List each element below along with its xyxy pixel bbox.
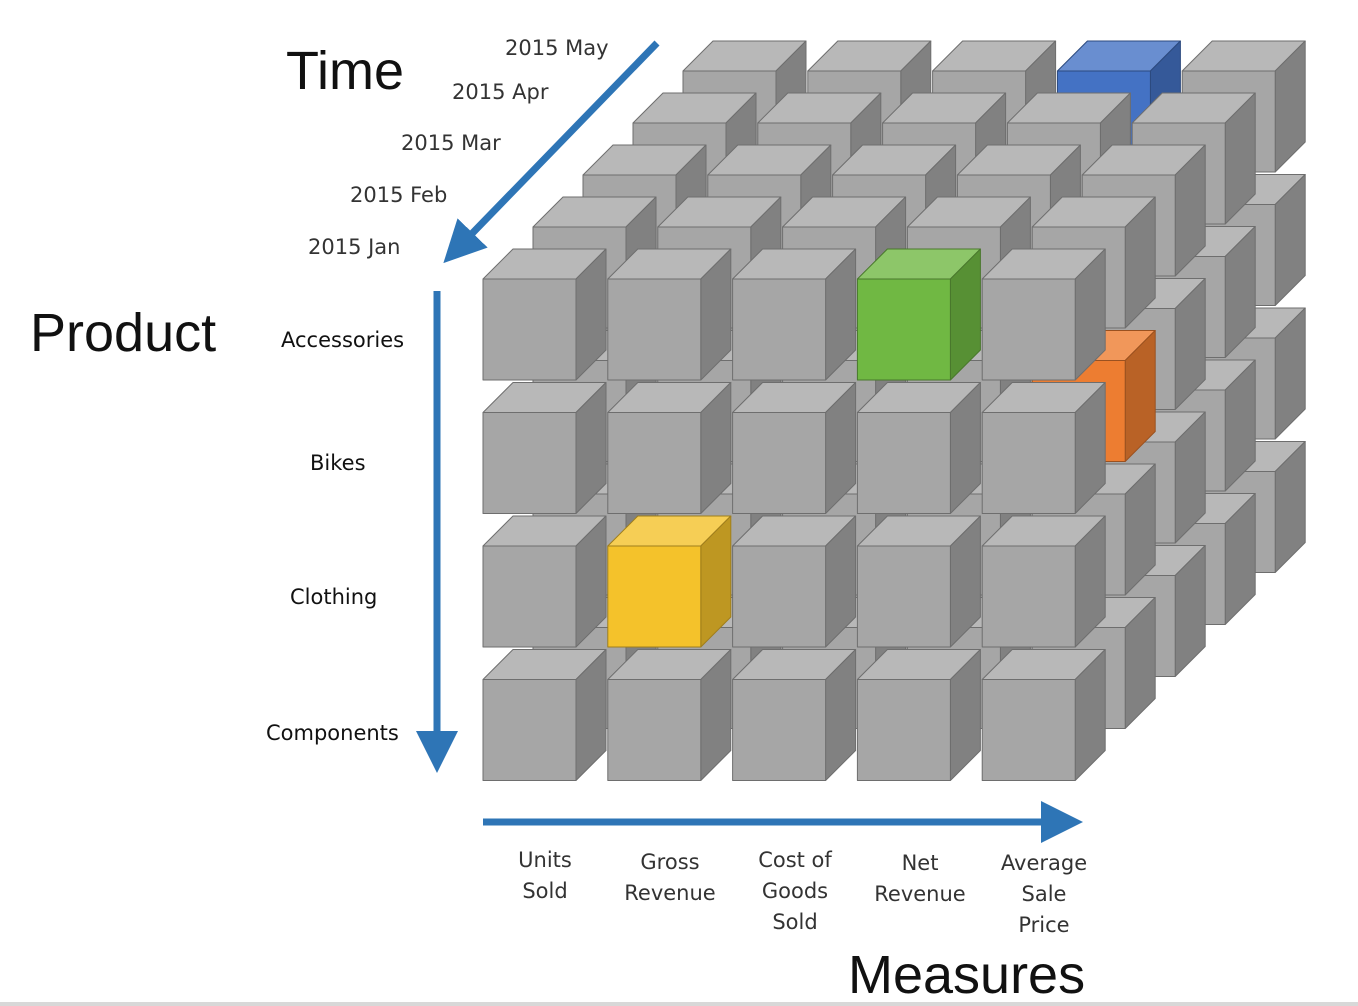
cube-cell (732, 248, 857, 381)
cube-cell (607, 649, 732, 781)
cube-front-face (856, 278, 951, 381)
measure-label-line: Cost of (758, 848, 832, 872)
measure-label-line: Revenue (874, 882, 966, 906)
cube-front-face (981, 679, 1076, 781)
cube-front-face (482, 679, 577, 781)
bottom-divider (0, 1002, 1358, 1006)
product-axis-title: Product (30, 303, 217, 363)
measure-label-line: Net (901, 851, 939, 875)
cube-cell (482, 649, 607, 781)
measure-label-average-sale-price: Average Sale Price (984, 848, 1104, 941)
measure-label-line: Revenue (624, 881, 716, 905)
measures-axis-title: Measures (848, 945, 1086, 1005)
cube-cell (981, 649, 1106, 781)
cube-front-face (981, 545, 1076, 648)
measure-label-line: Price (1018, 913, 1070, 937)
measure-label-line: Goods (761, 879, 829, 903)
product-label-bikes: Bikes (310, 451, 366, 475)
cube-cell (482, 382, 607, 514)
measure-label-line: Sale (1021, 882, 1067, 906)
time-label-apr: 2015 Apr (452, 80, 549, 104)
cube-cell-clothing-gross-revenue-jan (607, 515, 732, 648)
cube-cell (482, 515, 607, 648)
measure-label-line: Sold (522, 879, 568, 903)
measure-label-cost-of-goods-sold: Cost of Goods Sold (735, 845, 855, 938)
cube-cell-accessories-net-revenue-jan (856, 248, 981, 381)
product-label-accessories: Accessories (281, 328, 405, 352)
cube-cell (732, 382, 857, 514)
cube-front-face (856, 545, 951, 648)
cube-cell (482, 248, 607, 381)
measure-label-gross-revenue: Gross Revenue (610, 847, 730, 909)
cube-front-face (732, 679, 827, 781)
measure-label-net-revenue: Net Revenue (860, 848, 980, 910)
cube-front-face (482, 412, 577, 514)
cube-front-face (482, 545, 577, 648)
cube-front-face (732, 278, 827, 381)
cube-cells (482, 40, 1306, 781)
time-label-mar: 2015 Mar (401, 131, 501, 155)
measure-label-line: Gross (640, 850, 700, 874)
cube-cell (607, 248, 732, 381)
cube-cell (981, 382, 1106, 514)
cube-cell (981, 248, 1106, 381)
axis-arrows (416, 40, 1083, 843)
cube-front-face (607, 679, 702, 781)
cube-front-face (856, 679, 951, 781)
cube-front-face (856, 412, 951, 514)
measure-label-line: Units (518, 848, 572, 872)
cube-cell (732, 515, 857, 648)
time-axis-arrow (443, 40, 660, 264)
cube-cell (981, 515, 1106, 648)
cube-front-face (607, 278, 702, 381)
cube-cell (856, 515, 981, 648)
cube-front-face (607, 412, 702, 514)
cube-front-face (981, 412, 1076, 514)
time-label-may: 2015 May (505, 36, 609, 60)
measure-label-line: Sold (772, 910, 818, 934)
cube-cell (732, 649, 857, 781)
measure-label-units-sold: Units Sold (485, 845, 605, 907)
cube-front-face (607, 545, 702, 648)
product-label-components: Components (266, 721, 399, 745)
time-label-feb: 2015 Feb (350, 183, 448, 207)
cube-front-face (732, 545, 827, 648)
cube-front-face (732, 412, 827, 514)
cube-cell (856, 649, 981, 781)
product-label-clothing: Clothing (290, 585, 378, 609)
measure-label-line: Average (1000, 851, 1088, 875)
cube-cell (856, 382, 981, 514)
time-axis-title: Time (286, 41, 404, 101)
cube-cell (607, 382, 732, 514)
cube-front-face (981, 278, 1076, 381)
time-label-jan: 2015 Jan (308, 235, 401, 259)
cube-front-face (482, 278, 577, 381)
